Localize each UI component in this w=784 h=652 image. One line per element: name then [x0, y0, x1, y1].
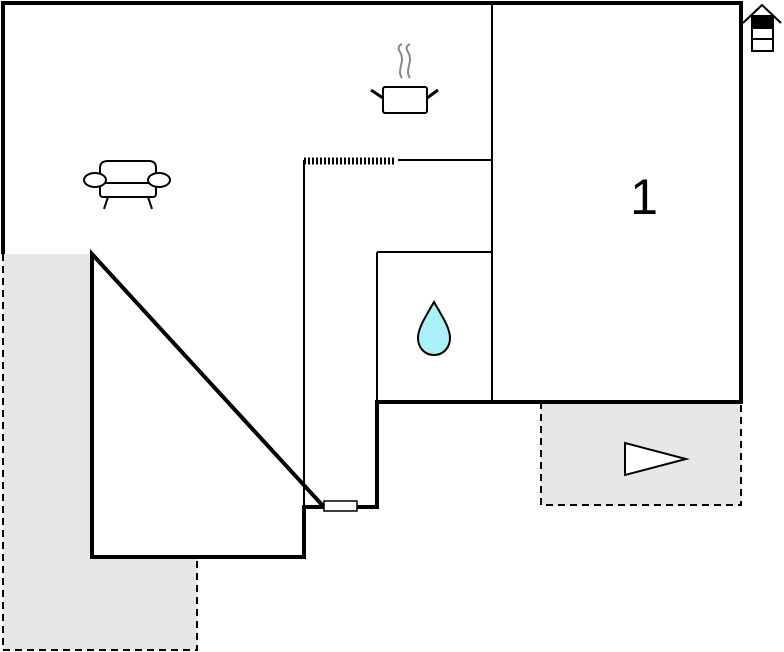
interior-walls	[303, 3, 493, 507]
house-floor-icon	[742, 3, 782, 52]
terrace-left	[3, 254, 197, 650]
window	[323, 500, 358, 512]
sofa-icon	[83, 160, 171, 210]
direction-arrow-icon	[624, 441, 690, 477]
terrace-left-dashed-edge	[2, 254, 198, 651]
outer-wall	[1, 1, 743, 559]
room-label-1: 1	[630, 169, 658, 225]
terrace-right-dashed-edge	[540, 402, 742, 506]
water-drop-icon	[416, 299, 452, 357]
cooking-pot-icon	[370, 43, 439, 114]
